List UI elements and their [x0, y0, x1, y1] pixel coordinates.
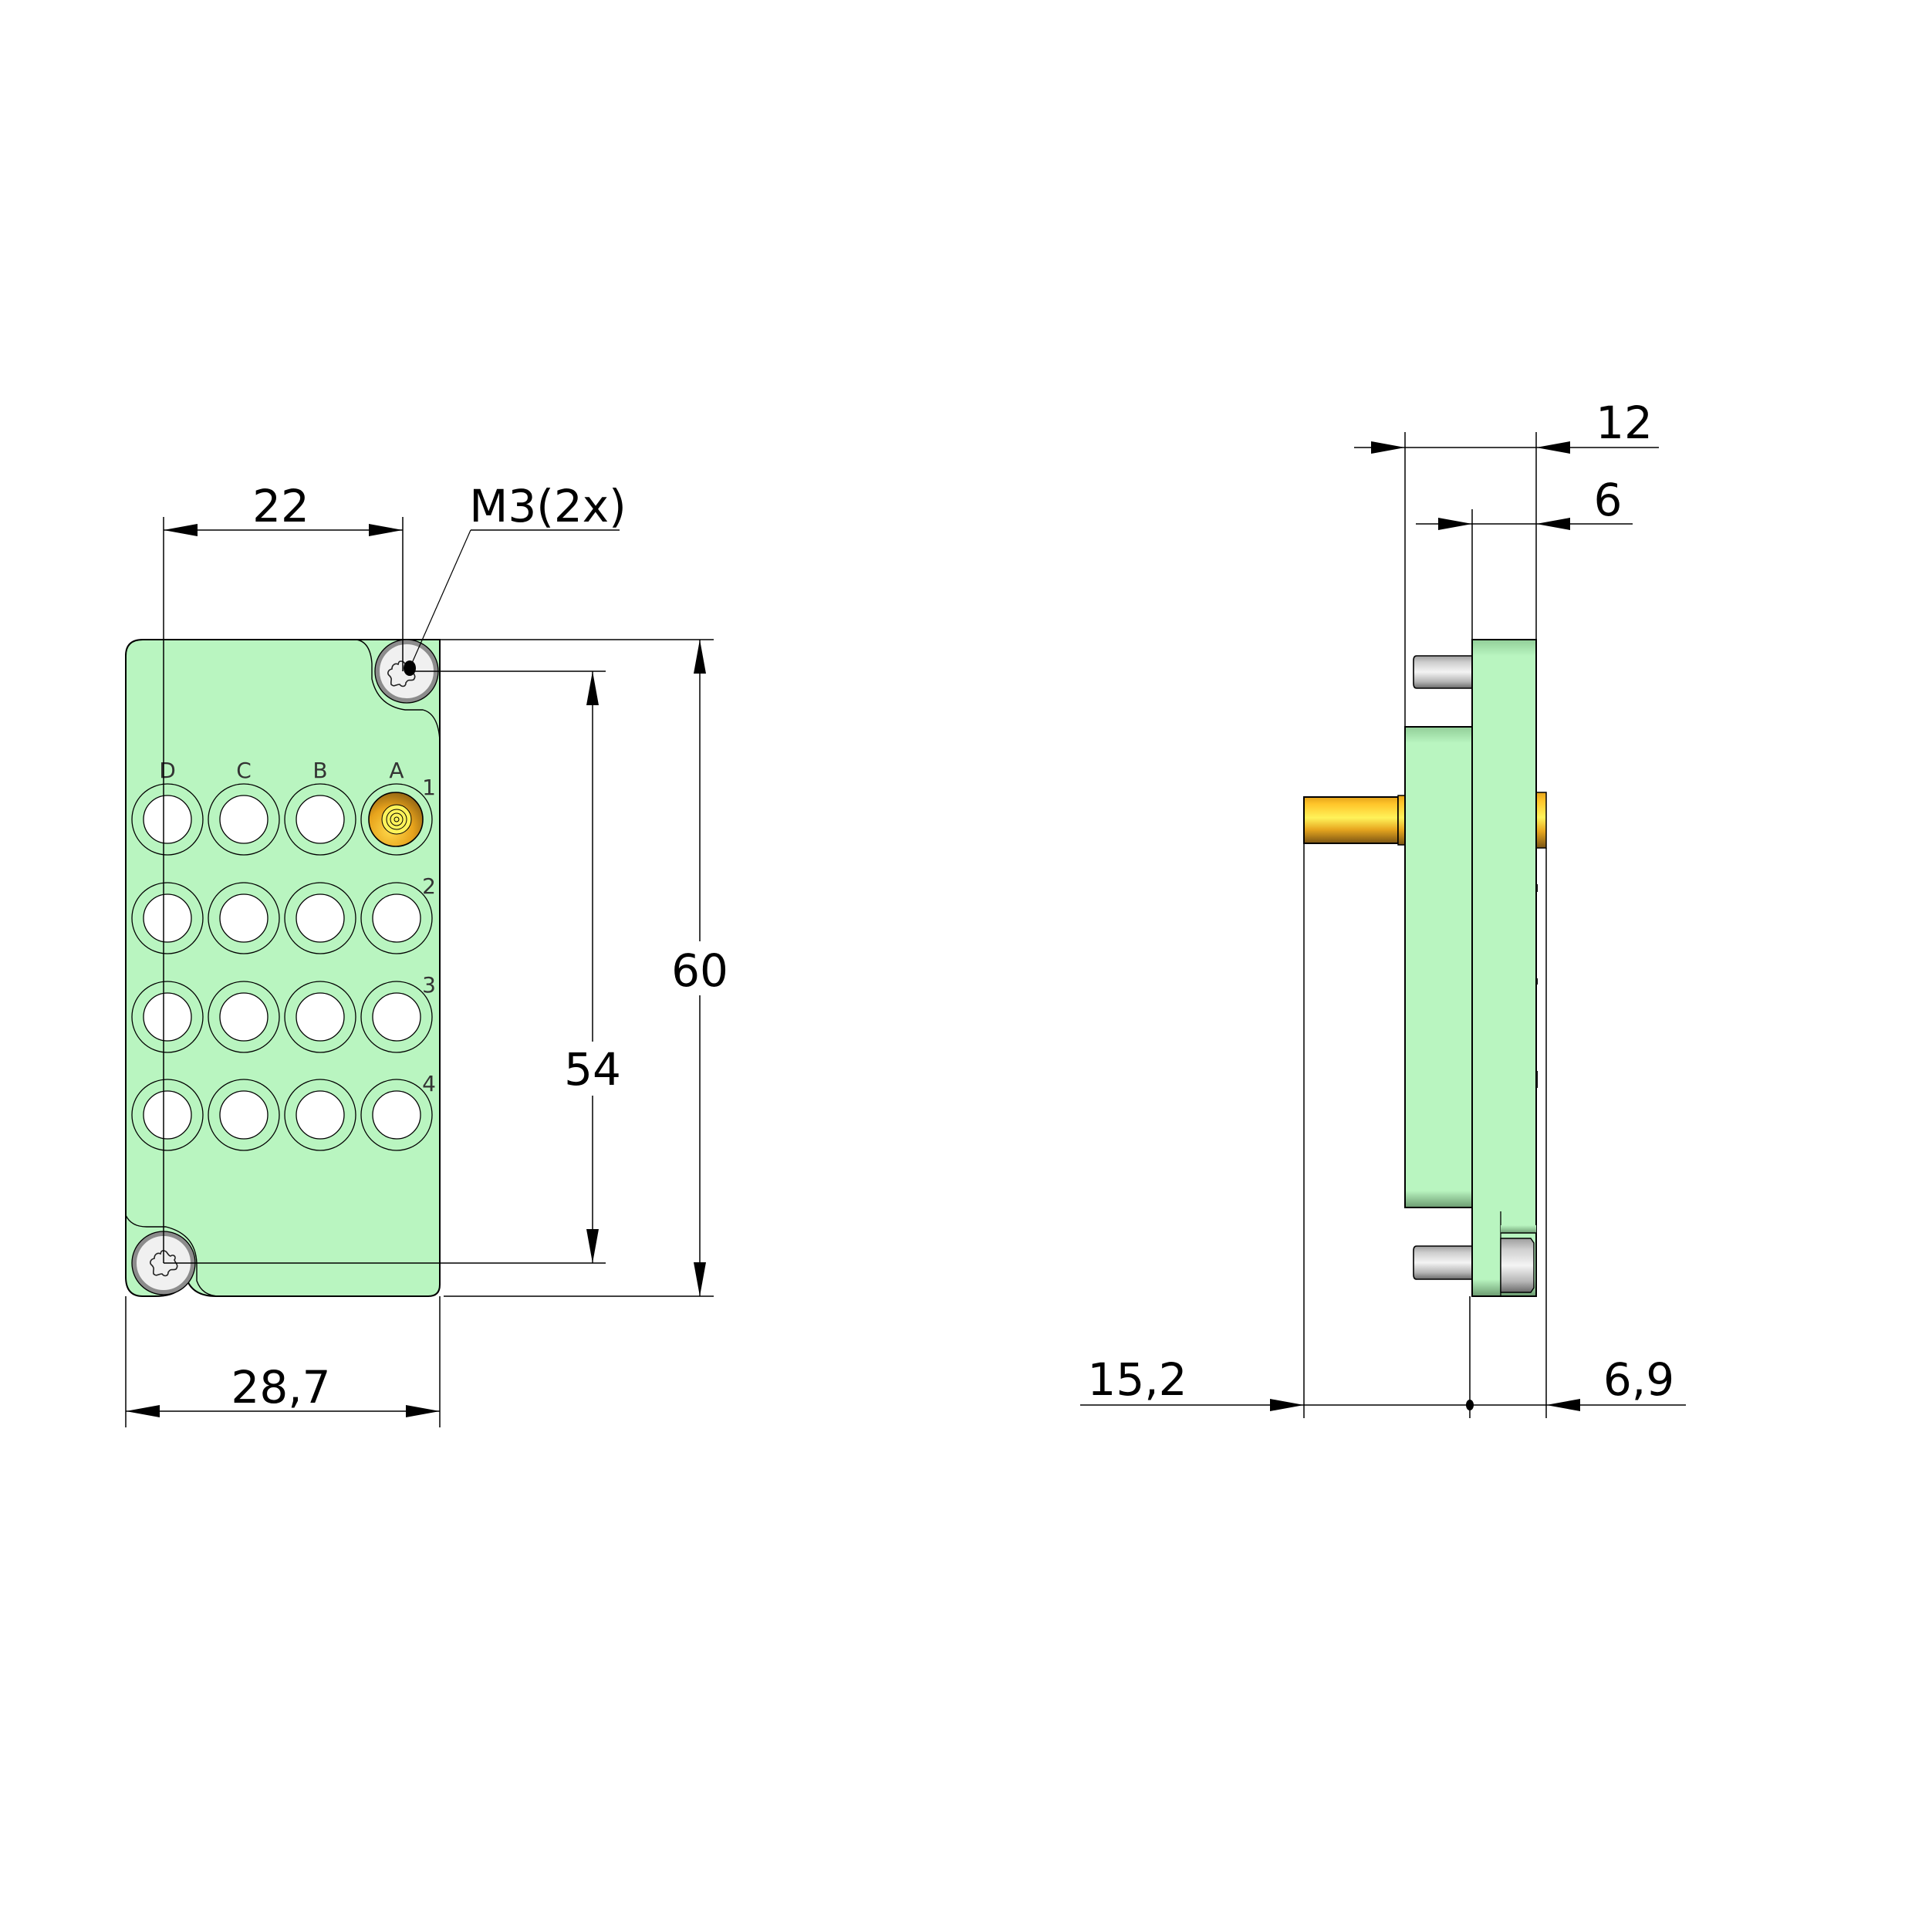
dimension-6: 6	[1416, 474, 1633, 530]
column-label-A: A	[389, 758, 404, 783]
svg-text:6,9: 6,9	[1603, 1353, 1674, 1406]
side-view: 12 6 15,2 6,9	[1080, 397, 1686, 1418]
dimension-22: 22	[164, 480, 403, 536]
front-view: D C B A 1 2 3 4	[125, 480, 728, 1427]
row-label-4: 4	[422, 1071, 436, 1096]
front-plate-body	[125, 639, 441, 1297]
guide-pin-bottom	[1413, 1245, 1473, 1280]
svg-text:60: 60	[671, 944, 728, 997]
top-screw-recess	[356, 639, 441, 741]
dimension-15-2: 15,2	[1080, 1353, 1470, 1411]
dimension-6-9: 6,9	[1470, 1353, 1686, 1411]
row-label-2: 2	[422, 873, 436, 899]
dimension-60: 60	[671, 640, 728, 1296]
insert-body	[1404, 726, 1475, 1208]
row-label-1: 1	[422, 775, 436, 800]
gold-contact-rear	[1303, 795, 1406, 846]
gold-contact-A1	[368, 792, 424, 847]
front-extension-lines	[125, 517, 714, 1427]
dimension-28-7: 28,7	[126, 1361, 440, 1417]
thread-callout-M3: M3(2x)	[409, 480, 627, 669]
dimension-12: 12	[1354, 397, 1659, 454]
svg-text:M3(2x): M3(2x)	[469, 480, 626, 532]
bottom-screw-recess	[125, 1214, 221, 1297]
guide-pin-top	[1413, 655, 1473, 689]
svg-text:28,7: 28,7	[231, 1361, 330, 1414]
gold-contact-front	[1535, 792, 1547, 849]
column-label-D: D	[159, 758, 176, 783]
dimension-54: 54	[564, 671, 621, 1263]
row-label-3: 3	[422, 972, 436, 998]
svg-text:12: 12	[1596, 397, 1653, 449]
contact-cavity-grid	[131, 783, 433, 1151]
svg-text:15,2: 15,2	[1087, 1353, 1187, 1406]
svg-text:6: 6	[1594, 474, 1623, 526]
column-label-C: C	[236, 758, 252, 783]
svg-text:54: 54	[564, 1043, 621, 1096]
side-screw-head	[1500, 1211, 1536, 1296]
column-label-B: B	[312, 758, 327, 783]
flange	[1471, 639, 1537, 1297]
side-extension-lines	[1303, 432, 1547, 1418]
svg-text:22: 22	[252, 480, 309, 532]
